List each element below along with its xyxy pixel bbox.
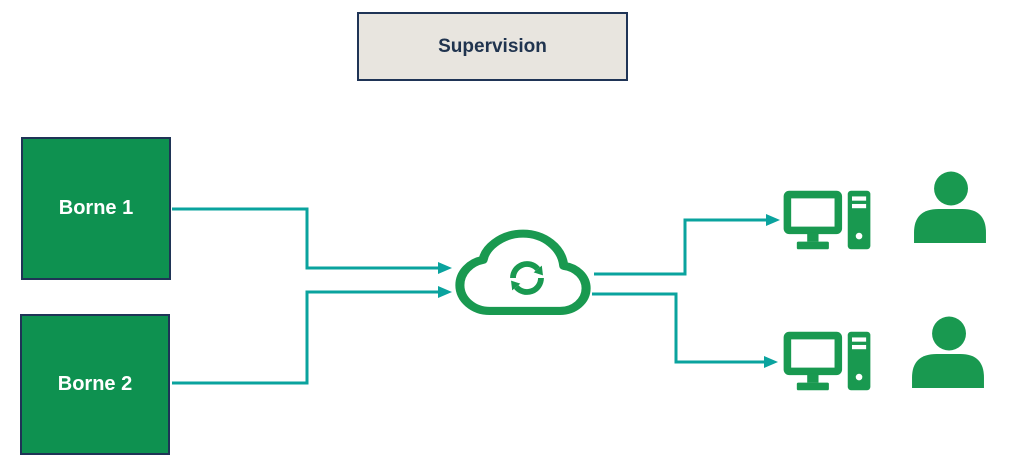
arrowhead-cloud-workstation2 [764,356,778,368]
desktop-computer-icon [783,331,871,391]
arrowhead-borne2-cloud [438,286,452,298]
arrowhead-borne1-cloud [438,262,452,274]
borne2-node: Borne 2 [20,314,170,455]
person-icon [914,171,986,243]
cloud-sync-icon [455,229,591,316]
arrowhead-cloud-workstation1 [766,214,780,226]
borne1-label: Borne 1 [58,197,134,219]
borne1-node: Borne 1 [21,137,171,280]
desktop-computer-icon [783,190,871,250]
cloud-outline [455,229,591,316]
person-icon [912,316,984,388]
sync-arrows-icon [510,261,544,295]
connector-borne1-cloud [172,207,438,270]
connector-borne2-cloud [172,290,438,385]
supervision-label: Supervision [438,35,547,57]
borne2-label: Borne 2 [57,373,133,395]
connector-cloud-workstation1 [594,218,766,276]
connector-cloud-workstation2 [592,292,764,364]
supervision-node: Supervision [357,12,628,81]
